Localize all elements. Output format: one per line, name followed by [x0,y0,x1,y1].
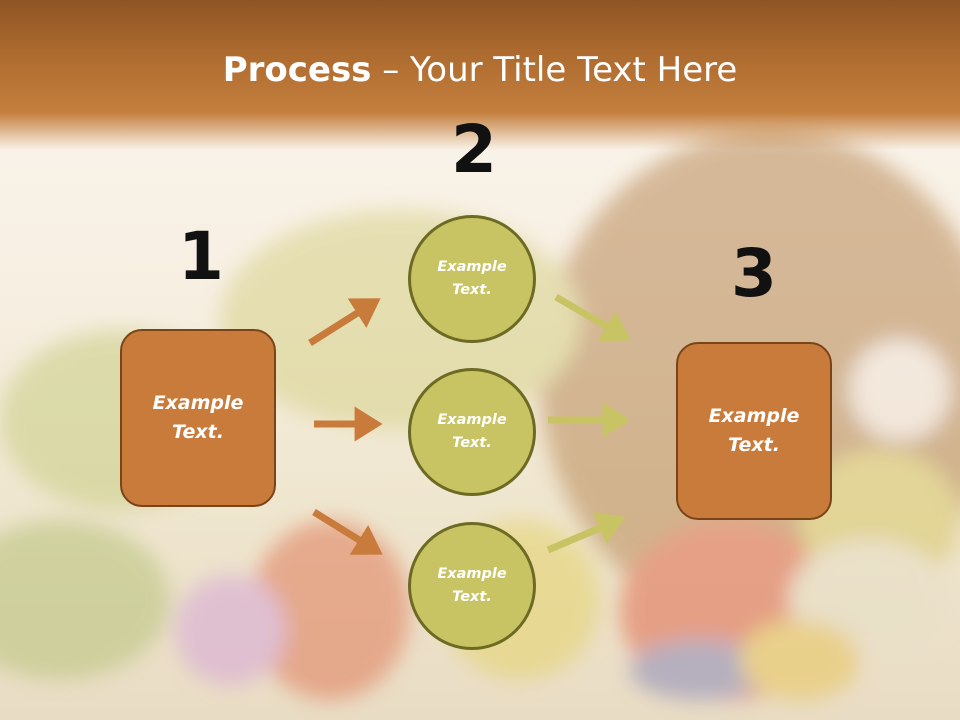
step-circle-b-text: Example Text. [437,412,507,451]
step-circle-b: Example Text. [408,368,536,496]
step-number-1: 1 [178,218,224,295]
arrow-2c-to-3 [546,511,626,554]
step-number-3: 3 [731,235,777,312]
step-box-3: Example Text. [676,342,832,520]
title-rest: – Your Title Text Here [371,50,738,90]
step-box-3-text: Example Text. [708,405,800,456]
step-number-2: 2 [451,111,497,188]
step-box-1-text: Example Text. [152,392,244,443]
arrow-2a-to-3 [554,293,631,342]
title-bar [0,0,960,150]
arrow-1-to-2a [308,298,381,346]
step-circle-c-text: Example Text. [437,566,507,605]
step-circle-a-text: Example Text. [437,259,507,298]
title-bold: Process [222,50,372,90]
slide-title: Process – Your Title Text Here [0,50,960,90]
step-box-1: Example Text. [120,329,276,507]
arrow-1-to-2c [312,509,383,555]
step-circle-a: Example Text. [408,215,536,343]
step-circle-c: Example Text. [408,522,536,650]
